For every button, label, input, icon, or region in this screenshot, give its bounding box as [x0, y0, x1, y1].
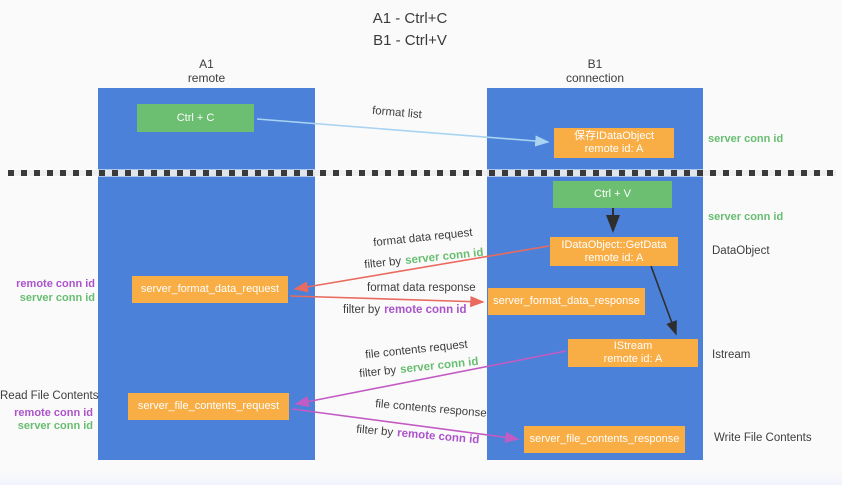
lane-b1-header: B1 connection: [487, 57, 703, 85]
lane-a1-subtitle: remote: [187, 71, 226, 85]
diagram-title: A1 - Ctrl+C B1 - Ctrl+V: [300, 8, 520, 52]
label-read-file-contents: Read File Contents: [0, 390, 99, 402]
node-save-idataobject: 保存IDataObject remote id: A: [554, 128, 674, 158]
node-ctrl-v-label: Ctrl + V: [594, 188, 631, 200]
node-save-idataobject-line2: remote id: A: [584, 143, 644, 155]
node-idataobject-getdata-line2: remote id: A: [584, 251, 644, 264]
node-ctrl-c: Ctrl + C: [137, 104, 254, 132]
node-istream-line1: IStream: [613, 340, 653, 352]
node-istream: IStream remote id: A: [568, 339, 698, 367]
filter-by-text: filter by: [358, 364, 397, 381]
remote-conn-id-text: remote conn id: [384, 304, 467, 316]
node-istream-line2: remote id: A: [603, 353, 663, 365]
node-server-file-contents-response: server_file_contents_response: [524, 426, 685, 453]
label-server-conn-id-right-1: server conn id: [708, 133, 784, 145]
node-save-idataobject-line1: 保存IDataObject: [573, 130, 655, 142]
label-format-data-response: format data response: [367, 282, 476, 294]
label-block-file-conn-ids: Read File Contents remote conn id server…: [0, 390, 99, 434]
lane-a1-header: A1 remote: [98, 57, 315, 85]
node-idataobject-getdata: IDataObject::GetData remote id: A: [550, 237, 678, 266]
server-conn-id-text: server conn id: [404, 246, 485, 267]
node-server-file-contents-request-label: server_file_contents_request: [137, 400, 280, 412]
filter-by-text: filter by: [355, 423, 394, 439]
node-server-file-contents-request: server_file_contents_request: [128, 393, 289, 420]
arrow-format-data-response: [289, 295, 485, 308]
node-ctrl-c-label: Ctrl + C: [176, 111, 215, 124]
node-idataobject-getdata-line1: IDataObject::GetData: [561, 238, 667, 251]
label-server-conn-id-left-2: server conn id: [17, 420, 93, 432]
label-format-data-request: format data request: [372, 226, 474, 250]
filter-by-text: filter by: [363, 255, 402, 272]
label-remote-conn-id-left-2: remote conn id: [14, 406, 93, 419]
label-format-list: format list: [371, 104, 423, 122]
node-server-format-data-request-label: server_format_data_request: [140, 283, 280, 295]
label-block-format-conn-ids: remote conn id server conn id: [10, 278, 95, 305]
label-remote-conn-id-left-1: remote conn id: [16, 278, 95, 290]
label-file-contents-response: file contents response: [374, 398, 488, 420]
label-server-conn-id-left-1: server conn id: [19, 291, 95, 304]
label-write-file-contents: Write File Contents: [714, 432, 812, 444]
label-dataobject: DataObject: [712, 245, 770, 257]
server-conn-id-text: server conn id: [399, 355, 480, 376]
node-server-format-data-request: server_format_data_request: [132, 276, 288, 303]
node-ctrl-v: Ctrl + V: [553, 181, 672, 208]
remote-conn-id-text: remote conn id: [396, 427, 480, 447]
separator-dotted-line: [8, 170, 836, 176]
lane-b1-subtitle: connection: [565, 71, 625, 85]
label-istream: Istream: [712, 349, 751, 361]
lane-b1-name: B1: [587, 57, 603, 71]
lane-a1-name: A1: [199, 57, 214, 71]
node-server-format-data-response: server_format_data_response: [488, 288, 645, 315]
node-server-file-contents-response-label: server_file_contents_response: [529, 433, 680, 445]
title-line-2: B1 - Ctrl+V: [373, 32, 447, 49]
label-server-conn-id-right-2: server conn id: [708, 211, 784, 223]
filter-by-text: filter by: [343, 304, 381, 316]
node-server-format-data-response-label: server_format_data_response: [493, 295, 640, 307]
title-line-1: A1 - Ctrl+C: [372, 10, 448, 27]
